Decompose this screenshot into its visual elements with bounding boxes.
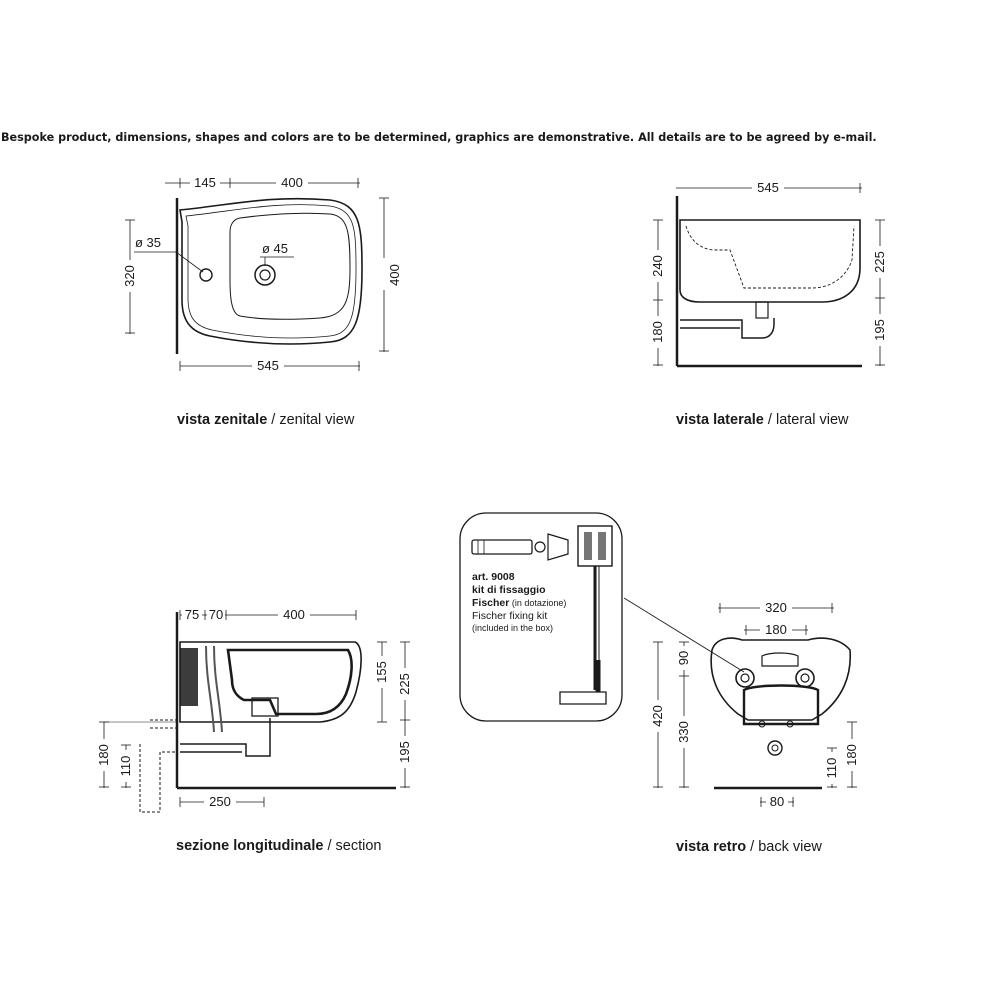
dim-zenital-right: 400 [387, 264, 402, 286]
drain-hole-inner [259, 269, 271, 281]
dim-section-top-c: 400 [283, 607, 305, 622]
zenital-bowl [229, 212, 351, 320]
fixing-kit-line3-rest: (in dotazione) [509, 598, 566, 608]
dim-section-left-lower: 110 [118, 756, 133, 777]
dim-zenital-hole-large: ø 45 [262, 241, 288, 256]
disclaimer-text: Bespoke product, dimensions, shapes and … [1, 131, 877, 144]
back-caption-it: vista retro [676, 839, 746, 855]
fixing-kit-line1: art. 9008 [472, 571, 515, 583]
section-dimensions: 75 70 400 155 225 195 180 [94, 607, 415, 809]
dim-section-bottom: 250 [209, 794, 231, 809]
fixing-kit-line2: kit di fissaggio [472, 584, 546, 596]
dim-section-right-mid: 225 [397, 673, 412, 695]
dim-section-top-b: 70 [209, 607, 223, 622]
back-caption: vista retro / back view [676, 839, 822, 855]
dim-back-right-total: 180 [844, 744, 859, 766]
dim-zenital-top-left: 145 [194, 175, 216, 190]
back-caption-sep: / [746, 839, 758, 855]
fixing-kit-line4: Fischer fixing kit [472, 610, 547, 622]
dim-section-right-lower: 195 [397, 741, 412, 763]
lateral-caption-sep: / [764, 412, 776, 428]
back-fix-hole-left [735, 668, 755, 688]
dim-lateral-right-lower: 195 [872, 319, 887, 341]
lateral-body [679, 219, 861, 303]
dim-section-right-upper: 155 [374, 661, 389, 683]
lateral-hidden-bowl [685, 225, 855, 289]
back-dimensions: 320 180 420 90 330 110 [648, 600, 862, 809]
dim-back-left-upper: 90 [676, 651, 691, 665]
section-view: 75 70 400 155 225 195 180 [94, 607, 415, 854]
back-outline [710, 637, 852, 721]
lateral-view: 545 240 180 225 195 vista laterale / lat… [648, 180, 890, 428]
dim-back-bottom: 80 [770, 794, 784, 809]
back-caption-en: back view [758, 839, 822, 855]
fixing-kit-text: art. 9008 kit di fissaggio Fischer (in d… [472, 571, 569, 633]
dim-zenital-bottom: 545 [257, 358, 279, 373]
back-slot [761, 652, 799, 667]
lateral-caption: vista laterale / lateral view [676, 412, 849, 428]
zenital-caption-it: vista zenitale [177, 412, 267, 428]
dim-back-top-inner: 180 [765, 622, 787, 637]
section-hose-a [205, 645, 215, 733]
fixing-bolt-icon [471, 533, 569, 561]
zenital-caption: vista zenitale / zenital view [177, 412, 355, 428]
dim-zenital-top-right: 400 [281, 175, 303, 190]
fixing-bracket-icon [559, 525, 613, 705]
dim-back-top-outer: 320 [765, 600, 787, 615]
section-bracket [180, 648, 198, 706]
fixing-kit-callout: art. 9008 kit di fissaggio Fischer (in d… [459, 512, 745, 722]
dim-zenital-left: 320 [122, 265, 137, 287]
lateral-dimensions: 545 240 180 225 195 [648, 180, 890, 366]
dim-back-right-lower: 110 [824, 758, 839, 779]
dim-section-left-upper: 180 [96, 744, 111, 766]
zenital-inner-outline [185, 204, 357, 339]
dim-zenital-hole-small: ø 35 [135, 235, 161, 250]
back-drain [767, 740, 783, 756]
section-caption-sep: / [323, 838, 335, 854]
section-caption-it: sezione longitudinale [176, 838, 323, 854]
fixing-kit-leader [623, 597, 745, 673]
section-outer [179, 641, 362, 723]
section-waste [251, 697, 279, 717]
dim-section-top-a: 75 [185, 607, 199, 622]
dim-back-left-lower: 330 [676, 721, 691, 743]
back-view: 320 180 420 90 330 110 [648, 600, 862, 855]
lateral-caption-en: lateral view [776, 412, 849, 428]
dim-lateral-left-upper: 240 [650, 255, 665, 277]
section-caption: sezione longitudinale / section [176, 838, 381, 854]
drain-hole-outer [254, 264, 276, 286]
zenital-dimensions: 145 400 320 400 545 ø 35 ø 45 [120, 175, 402, 373]
back-fix-hole-right [795, 668, 815, 688]
fixing-kit-line5: (included in the box) [472, 623, 553, 633]
section-bowl [226, 648, 353, 716]
zenital-caption-en: zenital view [279, 412, 354, 428]
dim-lateral-right-upper: 225 [872, 251, 887, 273]
section-hidden-pipe [139, 719, 176, 813]
fixing-kit-line3-bold: Fischer [472, 597, 509, 609]
zenital-outer-outline [179, 197, 363, 345]
section-trap [180, 718, 271, 757]
lateral-waste [755, 301, 769, 319]
tap-hole [199, 268, 213, 282]
back-recess [742, 684, 820, 726]
zenital-view: 145 400 320 400 545 ø 35 ø 45 vi [120, 175, 402, 428]
section-hose-b [213, 645, 223, 733]
section-caption-en: section [336, 838, 382, 854]
zenital-caption-sep: / [267, 412, 279, 428]
dim-lateral-left-lower: 180 [650, 321, 665, 343]
lateral-caption-it: vista laterale [676, 412, 764, 428]
lateral-trap [680, 318, 775, 339]
dim-back-left-total: 420 [650, 705, 665, 727]
dim-lateral-top: 545 [757, 180, 779, 195]
